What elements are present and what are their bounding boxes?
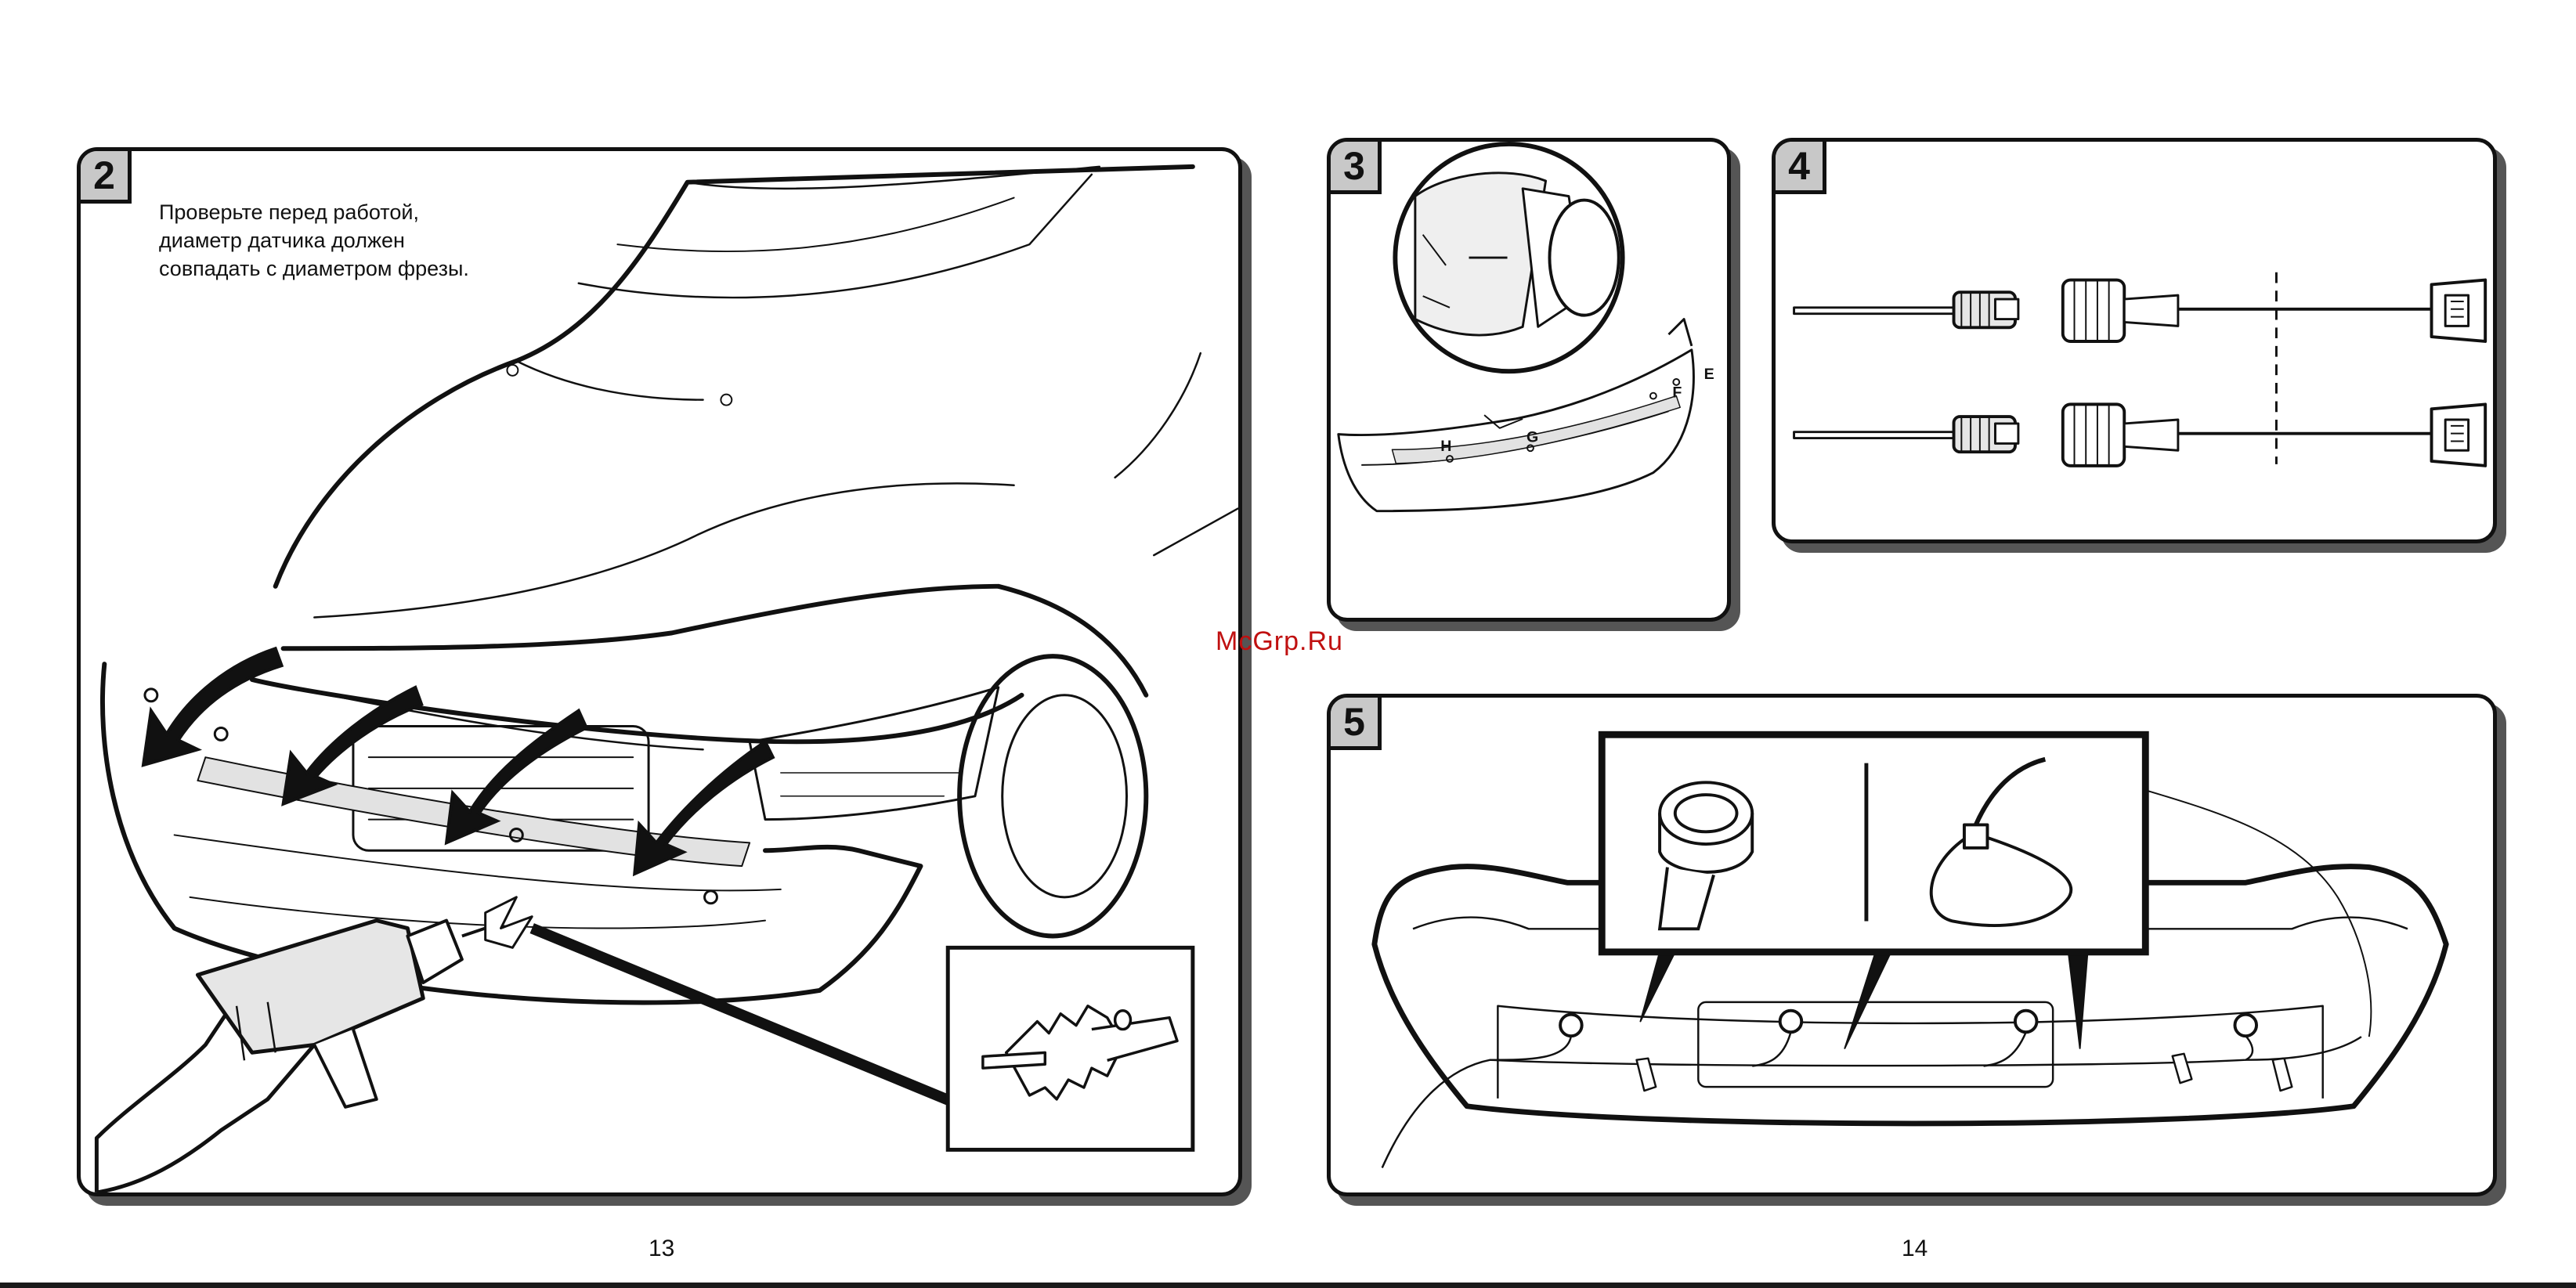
sensor-closeup-icon bbox=[1395, 144, 1622, 371]
sensor-label-e: E bbox=[1704, 366, 1714, 383]
step-4-panel: 4 bbox=[1772, 138, 2497, 543]
step-4-badge: 4 bbox=[1772, 138, 1826, 194]
page-number-left: 13 bbox=[649, 1236, 674, 1262]
sensor-label-f: F bbox=[1672, 384, 1682, 402]
hole-saw-icon bbox=[948, 947, 1193, 1149]
sensor-label-h: H bbox=[1440, 438, 1451, 455]
step-3-badge: 3 bbox=[1327, 138, 1382, 194]
bottom-rule bbox=[0, 1283, 2576, 1288]
drill-icon bbox=[96, 897, 532, 1192]
bumper-icon: E F G H bbox=[1331, 142, 1727, 618]
step-5-panel: 5 bbox=[1327, 694, 2497, 1196]
step-2-panel: 2 Проверьте перед работой, диаметр датчи… bbox=[77, 147, 1242, 1196]
sensor-label-g: G bbox=[1526, 428, 1538, 446]
step-3-panel: 3 E F G H bbox=[1327, 138, 1731, 622]
car-front-icon bbox=[81, 151, 1238, 1192]
watermark: McGrp.Ru bbox=[1216, 626, 1343, 657]
sensor-cable-icon bbox=[1794, 280, 2486, 466]
step-5-badge: 5 bbox=[1327, 694, 1382, 750]
step-2-badge: 2 bbox=[77, 147, 132, 204]
page-number-right: 14 bbox=[1902, 1236, 1927, 1262]
